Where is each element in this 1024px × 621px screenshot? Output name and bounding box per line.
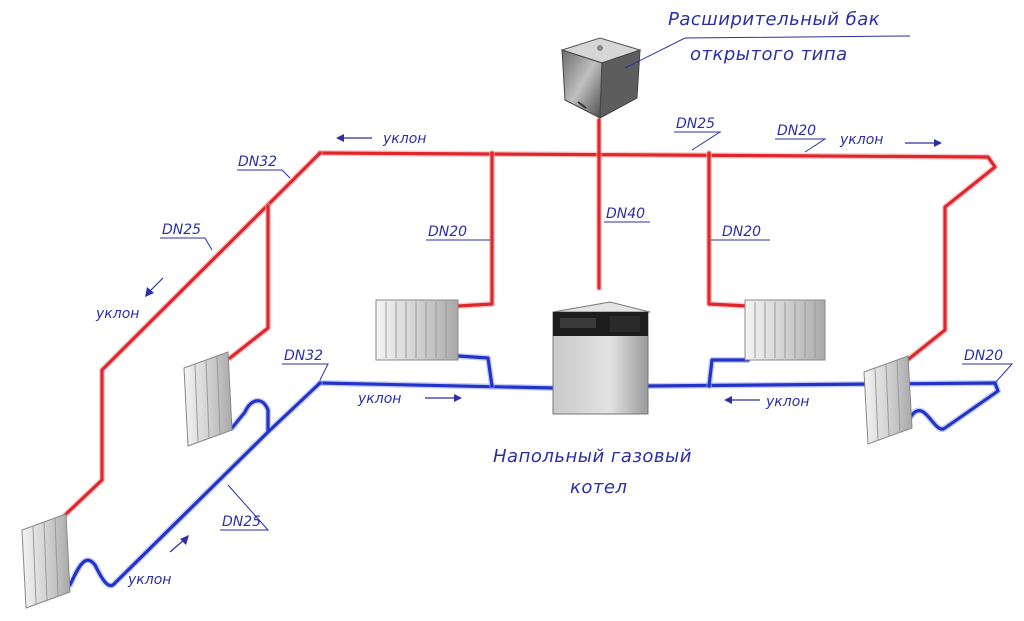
expansion-tank xyxy=(560,37,642,119)
label-leaders xyxy=(160,131,1014,531)
label-dn20-center-left: DN20 xyxy=(428,224,467,240)
slope-label-top-left: уклон xyxy=(382,131,426,147)
radiator-left-upper xyxy=(183,351,233,447)
radiator-left-lower xyxy=(21,513,71,609)
return-pipes xyxy=(67,353,1001,589)
return-main-right xyxy=(646,381,1000,431)
tank-leader-line xyxy=(624,35,911,69)
supply-branch-center-left xyxy=(456,151,494,308)
label-dn20-center-right: DN20 xyxy=(722,224,761,240)
label-dn25-left: DN25 xyxy=(162,222,201,238)
slope-label-bottom: уклон xyxy=(127,572,171,588)
label-dn32-top: DN32 xyxy=(238,154,277,170)
slope-label-top-right: уклон xyxy=(839,132,883,148)
supply-pipes xyxy=(62,117,998,518)
radiator-center-left xyxy=(375,299,459,361)
radiator-right xyxy=(863,355,913,445)
supply-left-riser xyxy=(63,151,322,517)
slope-label-return-left: уклон xyxy=(357,391,401,407)
label-dn20-return-right: DN20 xyxy=(964,348,1003,364)
return-center-right xyxy=(707,358,750,388)
tank-title-line1: Расширительный бак xyxy=(668,9,880,30)
supply-main-line xyxy=(318,151,997,364)
radiator-center-right xyxy=(744,299,826,361)
slope-label-return-right: уклон xyxy=(765,394,809,410)
return-left-diagonal xyxy=(68,381,322,587)
label-dn20-top-right: DN20 xyxy=(777,123,816,139)
label-dn25-return: DN25 xyxy=(222,514,261,530)
slope-arrows xyxy=(145,134,942,553)
tank-title-line2: открытого типа xyxy=(690,44,848,65)
return-center-left xyxy=(456,354,494,388)
supply-branch-center-right xyxy=(707,151,750,308)
boiler-title-line1: Напольный газовый xyxy=(493,446,692,467)
slope-label-left: уклон xyxy=(95,306,139,322)
return-main-left xyxy=(318,381,555,390)
label-dn25-top-right: DN25 xyxy=(676,116,715,132)
label-dn40: DN40 xyxy=(606,206,645,222)
supply-branch-radiator-left xyxy=(228,204,270,360)
boiler-title-line2: котел xyxy=(570,477,627,498)
label-dn32-return: DN32 xyxy=(284,348,323,364)
gas-boiler xyxy=(552,301,651,415)
